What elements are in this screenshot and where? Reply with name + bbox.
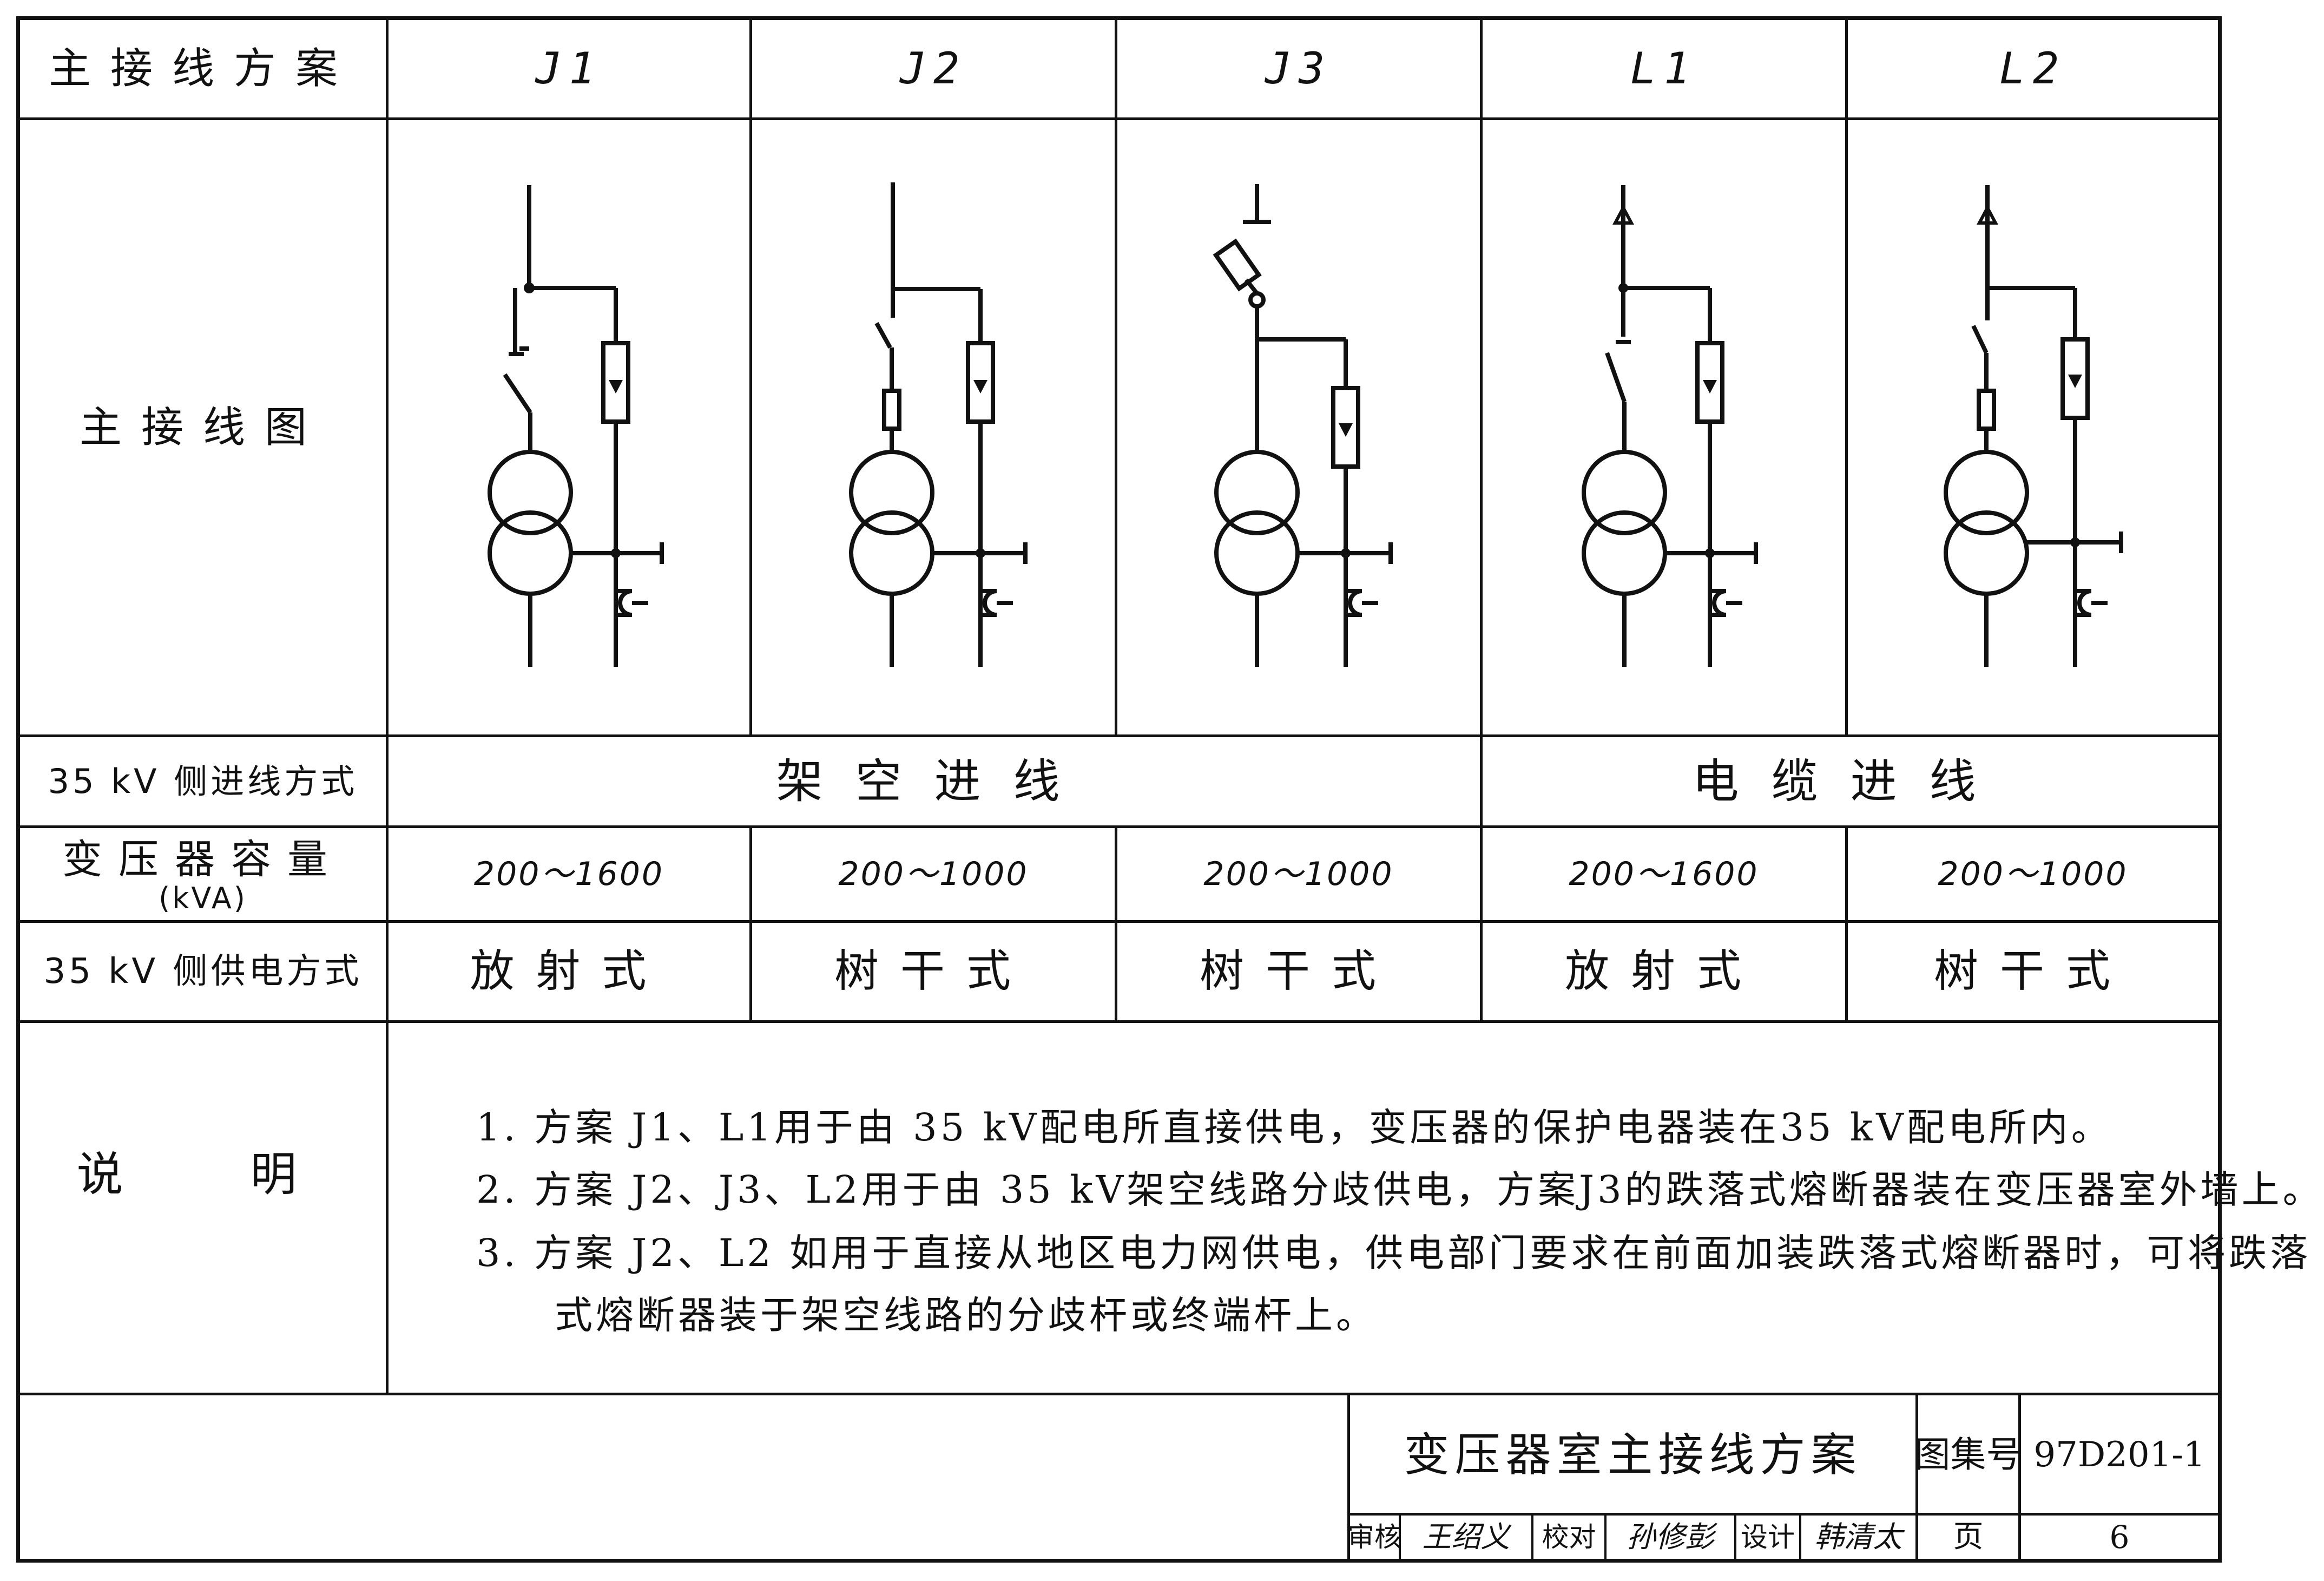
capacity-j3: 200～1000 xyxy=(1203,855,1394,893)
title-block-sign-sep-2 xyxy=(1531,1513,1533,1562)
supply-j1: 放射式 xyxy=(470,946,668,997)
title-block-sign-sep-3 xyxy=(1604,1513,1607,1562)
supply-j3: 树干式 xyxy=(1199,946,1398,997)
note-1: 1. 方案 J1、L1用于由 35 kV配电所直接供电，变压器的保护电器装在35… xyxy=(476,1105,2112,1150)
col-line-label xyxy=(386,16,389,1394)
notes-row-label: 说 明 xyxy=(76,1147,330,1202)
scheme-l1: L1 xyxy=(1630,43,1698,94)
supply-l2: 树干式 xyxy=(1933,946,2132,997)
row-line-header xyxy=(16,117,2222,120)
outer-border-top xyxy=(16,16,2222,20)
capacity-unit: (kVA) xyxy=(159,881,247,915)
col-line-j1-b xyxy=(749,825,752,1022)
scheme-j3: J3 xyxy=(1265,43,1333,94)
wiring-diagram-j2 xyxy=(849,182,1028,667)
incoming-row-label: 35 kV 侧进线方式 xyxy=(48,761,358,801)
check-label: 校对 xyxy=(1542,1521,1596,1553)
capacity-j2: 200～1000 xyxy=(838,855,1029,893)
col-line-l1-b xyxy=(1845,825,1848,1022)
capacity-l1: 200～1600 xyxy=(1569,855,1759,893)
wiring-diagram-j1 xyxy=(488,185,664,667)
title-block-sign-line xyxy=(1347,1513,2220,1516)
outer-border-left xyxy=(16,16,20,1563)
wiring-diagram-l2 xyxy=(1944,185,2123,667)
capacity-row-label: 变压器容量 xyxy=(62,836,344,883)
header-label: 主接线方案 xyxy=(48,44,357,93)
title-block-sign-sep-5 xyxy=(1799,1513,1801,1562)
reviewer-signature: 王绍义 xyxy=(1422,1520,1510,1554)
capacity-l2: 200～1000 xyxy=(1938,855,2128,893)
row-line-incoming xyxy=(16,825,2222,828)
scheme-j1: J1 xyxy=(535,43,603,94)
atlas-label: 图集号 xyxy=(1914,1433,2022,1475)
incoming-cable: 电缆进线 xyxy=(1692,754,2009,809)
wiring-diagram-l1 xyxy=(1582,185,1758,667)
note-3: 3. 方案 J2、L2 如用于直接从地区电力网供电，供电部门要求在前面加装跌落式… xyxy=(476,1231,2312,1275)
supply-j2: 树干式 xyxy=(834,946,1032,997)
col-line-j3 xyxy=(1480,16,1483,1022)
outer-border-bottom xyxy=(16,1559,2222,1563)
col-line-j2-b xyxy=(1115,825,1117,1022)
col-line-j1 xyxy=(749,16,752,736)
row-line-diagram xyxy=(16,734,2222,737)
title-block-number-line xyxy=(2018,1394,2021,1562)
capacity-j1: 200～1600 xyxy=(473,855,664,893)
atlas-number: 97D201-1 xyxy=(2033,1434,2206,1475)
title-block-left-line xyxy=(1347,1394,1350,1562)
col-line-j2 xyxy=(1115,16,1117,736)
drawing-title: 变压器室主接线方案 xyxy=(1404,1428,1862,1481)
wiring-diagram-j3 xyxy=(1213,184,1393,667)
supply-row-label: 35 kV 侧供电方式 xyxy=(43,952,363,992)
outer-border-right xyxy=(2218,16,2222,1563)
capacity-row-label-cell: 变压器容量 (kVA) xyxy=(20,828,386,920)
title-block-sign-sep-4 xyxy=(1734,1513,1736,1562)
page-label: 页 xyxy=(1953,1519,1984,1554)
title-block-sign-sep-1 xyxy=(1399,1513,1401,1562)
designer-signature: 韩清太 xyxy=(1814,1520,1902,1554)
col-line-l1 xyxy=(1845,16,1848,736)
row-line-capacity xyxy=(16,920,2222,923)
incoming-overhead: 架空进线 xyxy=(776,754,1092,809)
scheme-j2: J2 xyxy=(899,43,967,94)
page-number: 6 xyxy=(2109,1519,2130,1556)
checker-signature: 孙修彭 xyxy=(1627,1520,1714,1554)
note-2: 2. 方案 J2、J3、L2用于由 35 kV架空线路分歧供电，方案J3的跌落式… xyxy=(476,1167,2324,1212)
row-line-supply xyxy=(16,1020,2222,1023)
row-line-notes xyxy=(16,1393,2222,1395)
diagram-row-label: 主接线图 xyxy=(79,403,326,452)
review-label: 审核 xyxy=(1347,1521,1401,1553)
design-label: 设计 xyxy=(1741,1521,1795,1553)
supply-l1: 放射式 xyxy=(1564,946,1763,997)
note-3-continued: 式熔断器装于架空线路的分歧杆或终端杆上。 xyxy=(555,1293,1377,1337)
scheme-l2: L2 xyxy=(1999,43,2067,94)
title-block-atlas-line xyxy=(1915,1394,1918,1562)
